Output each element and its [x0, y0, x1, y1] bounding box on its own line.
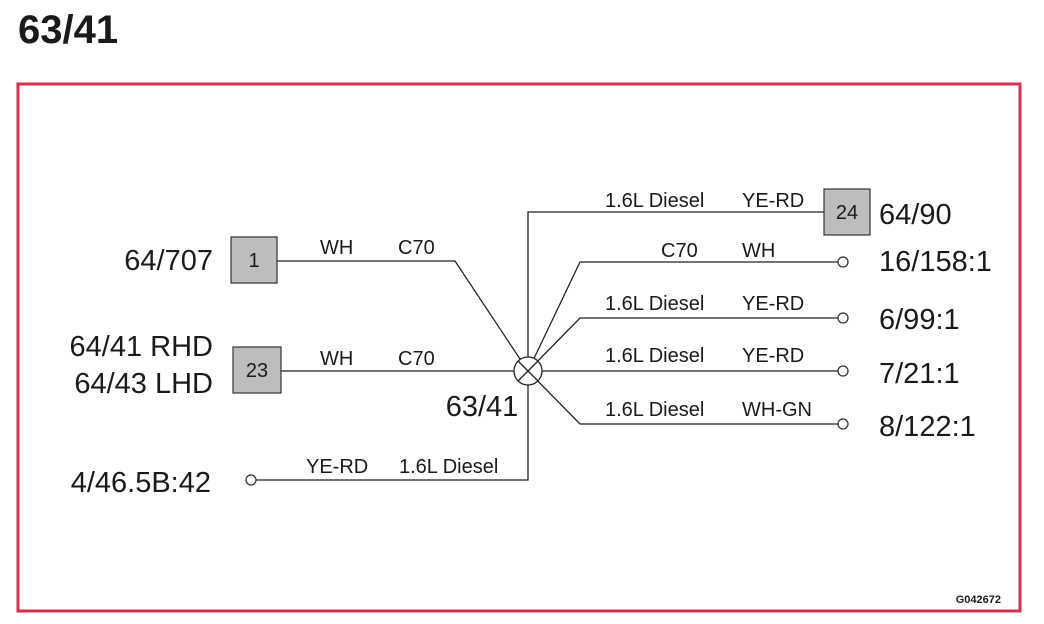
term-c23-line1: 64/41 RHD: [70, 331, 213, 363]
wire-label-r3-1: 1.6L Diesel: [605, 293, 704, 315]
wire-label-r4-1: 1.6L Diesel: [605, 345, 704, 367]
wire-label-c23-2: C70: [398, 348, 435, 370]
wire-label-c1-1: WH: [320, 237, 353, 259]
wire-label-c23-1: WH: [320, 348, 353, 370]
connector-box-23: [232, 346, 282, 394]
connector-box-1: [230, 236, 278, 284]
terminal-circle-r5: [837, 418, 849, 430]
term-c23-line2: 64/43 LHD: [74, 368, 213, 400]
term-r4: 7/21:1: [879, 358, 960, 390]
wire-label-r3-2: YE-RD: [742, 293, 804, 315]
wire-r3: [527, 317, 838, 372]
wire-label-c4-2: 1.6L Diesel: [399, 456, 498, 478]
wire-label-r5-1: 1.6L Diesel: [605, 399, 704, 421]
wire-label-r2-2: WH: [742, 240, 775, 262]
connector-box-23-label: 23: [246, 360, 268, 382]
connector-box-1-label: 1: [248, 250, 259, 272]
wire-label-c1-2: C70: [398, 237, 435, 259]
wire-label-r1-1: 1.6L Diesel: [605, 190, 704, 212]
splice-label: 63/41: [446, 391, 519, 423]
wire-label-c4-1: YE-RD: [306, 456, 368, 478]
wires: [256, 211, 838, 481]
terminal-circle-c4: [245, 474, 257, 486]
diagram-code: G042672: [956, 594, 1001, 606]
connector-box-24: [823, 188, 871, 236]
term-r5: 8/122:1: [879, 411, 976, 443]
wire-r5: [527, 370, 838, 425]
terminal-circle-r2: [837, 256, 849, 268]
connector-box-24-label: 24: [836, 202, 858, 224]
wire-r1: [527, 211, 824, 371]
term-c4: 4/46.5B:42: [71, 467, 211, 499]
wire-label-r4-2: YE-RD: [742, 345, 804, 367]
term-r1: 64/90: [879, 199, 952, 231]
wire-label-r5-2: WH-GN: [742, 399, 812, 421]
wire-c1: [277, 260, 529, 372]
wire-label-r1-2: YE-RD: [742, 190, 804, 212]
term-c1: 64/707: [124, 245, 213, 277]
wire-label-r2-1: C70: [661, 240, 698, 262]
wire-r2: [527, 261, 838, 372]
page-title: 63/41: [18, 8, 119, 52]
terminal-circle-r4: [837, 365, 849, 377]
term-r3: 6/99:1: [879, 304, 960, 336]
splice-point-icon: [513, 356, 543, 386]
diagram-frame: [16, 82, 1022, 613]
wire-c4: [256, 371, 529, 481]
term-r2: 16/158:1: [879, 246, 992, 278]
terminal-circle-r3: [837, 312, 849, 324]
